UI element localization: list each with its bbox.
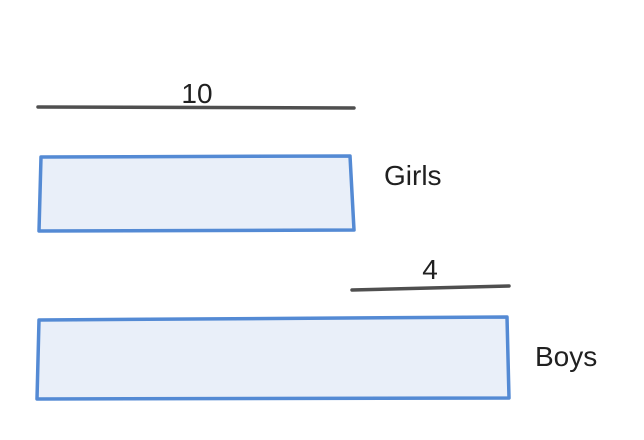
- girls-measure-label: 10: [181, 78, 212, 109]
- boys-measure-line: [350, 284, 511, 292]
- boys-bar-label: Boys: [535, 341, 597, 372]
- girls-bar: [37, 154, 356, 233]
- boys-measure-label: 4: [422, 254, 438, 285]
- girls-measure-line: [36, 105, 356, 110]
- girls-bar-label: Girls: [384, 160, 442, 191]
- boys-bar: [35, 315, 511, 401]
